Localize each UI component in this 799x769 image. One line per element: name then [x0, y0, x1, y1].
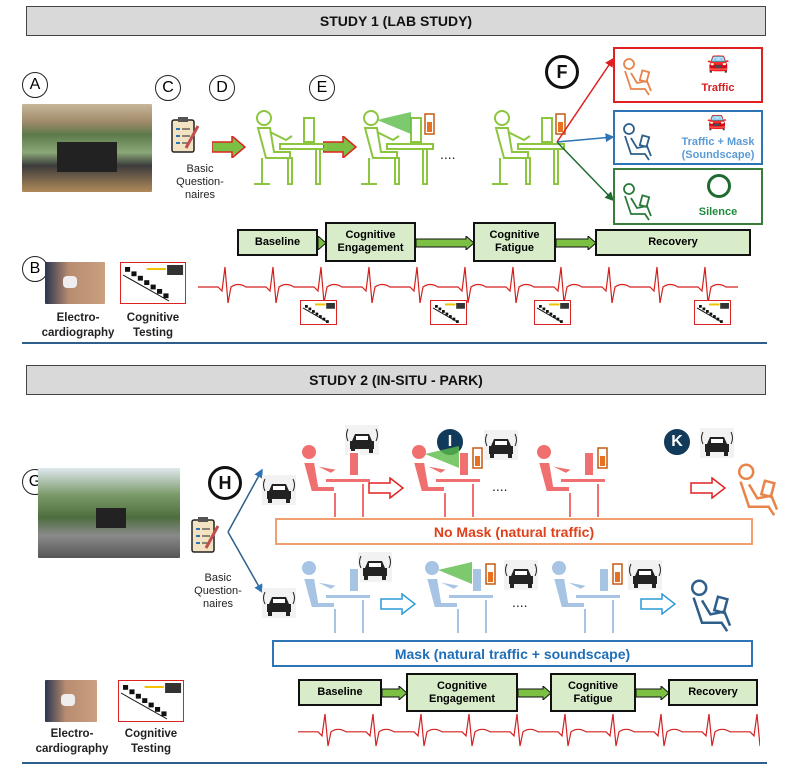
monitor-icon: [57, 142, 117, 172]
phase-arrow: [381, 684, 408, 705]
phase-baseline: Baseline: [237, 229, 318, 256]
reclining-person-icon: [735, 462, 783, 525]
participant-cognitive-task-figure: [357, 108, 437, 193]
ecg-trace: [198, 266, 738, 304]
car-bird-soundscape-icon: [628, 560, 662, 595]
traffic-noise-car-icon: [700, 428, 734, 463]
phase-baseline: Baseline: [298, 679, 382, 706]
marker-e: E: [309, 75, 335, 101]
ecg-waveform: [198, 266, 738, 304]
clipboard-icon: [170, 116, 200, 156]
participant-fatigued-figure: [545, 558, 625, 643]
arrow-right-icon: [323, 136, 357, 158]
branch-arrows: [227, 468, 263, 594]
car-bird-soundscape-icon: [358, 552, 392, 587]
outcome-traffic-mask-box: 🚘 Traffic + Mask (Soundscape): [613, 110, 763, 165]
phase-recovery: Recovery: [668, 679, 758, 706]
outcome-label: Traffic: [701, 82, 735, 94]
participant-cognitive-task-figure: [418, 558, 498, 643]
clipboard-icon: [190, 516, 220, 556]
reclining-person-icon: [621, 182, 655, 227]
section-divider: [22, 762, 767, 764]
phase-recovery: Recovery: [595, 229, 751, 256]
arrow-right-icon: [212, 136, 246, 158]
section-divider: [22, 342, 767, 344]
phase-arrow: [517, 684, 552, 705]
study2-header: STUDY 2 (IN-SITU - PARK): [26, 365, 766, 395]
marker-c: C: [155, 75, 181, 101]
cognitive-test-thumbnail: [534, 300, 571, 325]
cognitive-test-image: [120, 262, 186, 304]
questionnaire-label: Basic Question-naires: [176, 163, 224, 201]
participant-fatigued-figure: [488, 108, 568, 193]
car-bird-soundscape-icon: [262, 588, 296, 623]
outcome-label: Traffic + Mask (Soundscape): [681, 136, 755, 161]
ecg-label: Electro-cardiography: [41, 312, 115, 339]
no-mask-condition: No Mask (natural traffic): [275, 518, 753, 545]
phase-arrow: [635, 684, 670, 705]
participant-cognitive-task-figure: [405, 442, 485, 527]
arrow-right-icon: [368, 476, 405, 504]
ecg-trace: [298, 713, 760, 747]
ellipsis: ....: [512, 594, 528, 610]
arrow-right-icon: [690, 476, 727, 504]
arrow-right-icon: [380, 592, 417, 620]
participant-at-desk-figure: [250, 108, 330, 193]
phase-arrow: [555, 234, 597, 255]
questionnaire-label: Basic Question-naires: [194, 572, 242, 610]
phase-cognitive-engagement: Cognitive Engagement: [325, 222, 416, 262]
traffic-noise-car-icon: [484, 430, 518, 465]
study1-header: STUDY 1 (LAB STUDY): [26, 6, 766, 36]
ecg-waveform: [298, 713, 760, 747]
reclining-person-icon: [688, 578, 736, 641]
cognitive-test-image: [118, 680, 184, 722]
car-bird-soundscape-icon: [504, 560, 538, 595]
reclining-person-icon: [621, 57, 655, 102]
cognitive-testing-label: Cognitive Testing: [126, 312, 180, 339]
traffic-noise-car-icon: [345, 425, 379, 460]
phase-arrow: [415, 234, 475, 255]
outcome-silence-box: Silence: [613, 168, 763, 225]
cognitive-testing-label: Cognitive Testing: [124, 728, 178, 755]
marker-a: A: [22, 72, 48, 98]
phase-cognitive-engagement: Cognitive Engagement: [406, 673, 518, 712]
silence-icon: [707, 174, 731, 198]
lab-room-photo: [22, 104, 152, 192]
cognitive-test-thumbnail: [300, 300, 337, 325]
branch-arrows: [556, 57, 615, 202]
phase-cognitive-fatigue: Cognitive Fatigue: [550, 673, 636, 712]
car-bird-soundscape-icon: 🚘: [707, 114, 727, 131]
ecg-electrode-photo: [45, 262, 105, 304]
traffic-noise-car-icon: 🚘: [707, 53, 730, 73]
participant-fatigued-figure: [530, 442, 610, 527]
ellipsis: ....: [440, 146, 456, 162]
marker-f: F: [545, 55, 579, 89]
arrow-right-icon: [640, 592, 677, 620]
participant-at-desk-figure: [295, 558, 375, 643]
outcome-traffic-box: 🚘 Traffic: [613, 47, 763, 103]
marker-h: H: [208, 466, 242, 500]
outcome-label: Silence: [698, 206, 738, 218]
marker-d: D: [209, 75, 235, 101]
phase-arrow: [317, 234, 327, 255]
mask-condition: Mask (natural traffic + soundscape): [272, 640, 753, 667]
ecg-label: Electro-cardiography: [35, 728, 109, 755]
cognitive-test-thumbnail: [430, 300, 467, 325]
phase-cognitive-fatigue: Cognitive Fatigue: [473, 222, 556, 262]
cognitive-test-thumbnail: [694, 300, 731, 325]
ellipsis: ....: [492, 478, 508, 494]
park-pavilion-photo: [38, 468, 180, 558]
traffic-noise-car-icon: [262, 475, 296, 510]
ecg-electrode-photo: [45, 680, 97, 722]
reclining-person-icon: [621, 122, 655, 167]
marker-k: K: [664, 429, 690, 455]
participant-at-desk-figure: [295, 442, 375, 527]
